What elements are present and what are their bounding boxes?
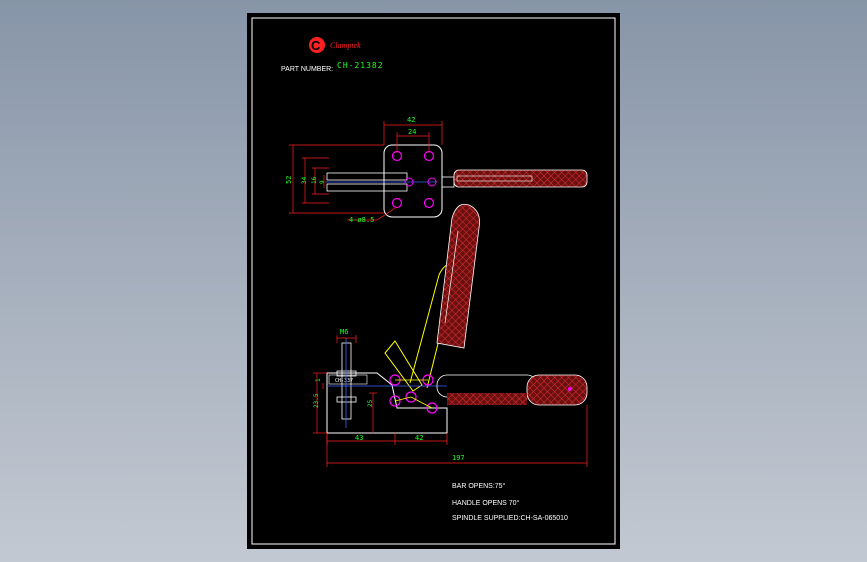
note-bar-opens: BAR OPENS:75°	[452, 482, 506, 490]
dim-label: 34	[301, 176, 308, 184]
dim-label: 25	[367, 399, 374, 407]
logo-brand: Clamptek	[330, 41, 361, 50]
open-handle-slot	[444, 230, 459, 324]
handle-grip-slot	[456, 175, 533, 182]
dim-label: 16	[311, 176, 318, 184]
dim-left	[289, 144, 384, 214]
arm-slot	[326, 183, 408, 192]
arm-slot	[326, 172, 408, 181]
title-block: C Clamptek PART NUMBER: CH-21382	[281, 37, 384, 73]
sheet-border	[251, 17, 616, 545]
part-number-value: CH-21382	[337, 61, 384, 70]
logo-mark	[309, 37, 325, 53]
dim-label: 23.5	[313, 393, 320, 408]
side-view: CH-337 M6	[313, 203, 588, 467]
handle-bar	[441, 176, 455, 188]
base-stamp: CH-337	[335, 378, 353, 384]
base-stamp-box	[328, 374, 368, 385]
note-handle-opens: HANDLE OPENS 70°	[452, 499, 520, 507]
handle-end-mark	[568, 387, 572, 391]
pivot	[405, 391, 417, 403]
pivot	[404, 177, 414, 187]
logo-letter: C	[311, 38, 321, 53]
dim-top-42	[383, 121, 443, 145]
hole-leader	[376, 206, 398, 221]
dim-bottom	[326, 405, 588, 467]
part-number-label: PART NUMBER:	[281, 66, 333, 73]
note-spindle: SPINDLE SUPPLIED:CH-SA-065010	[452, 515, 568, 522]
dim-label: 42	[415, 434, 423, 442]
open-handle-grip	[436, 203, 480, 349]
dim-label: 42	[407, 116, 415, 124]
dim-top-24	[396, 132, 430, 153]
dim-label: 1	[315, 378, 322, 382]
dim-label: 9	[319, 180, 326, 184]
dim-label: 197	[452, 454, 465, 462]
open-clamp-arm	[384, 340, 423, 392]
dim-label: 24	[408, 128, 416, 136]
dim-label: M6	[340, 328, 348, 336]
handle-grip	[453, 169, 588, 188]
pivot	[389, 395, 401, 407]
hole	[423, 197, 435, 209]
hole	[391, 197, 403, 209]
clamp-body	[326, 372, 448, 434]
drawing-sheet: C Clamptek PART NUMBER: CH-21382 4	[247, 13, 620, 549]
spindle-nut	[336, 370, 357, 377]
pivot	[426, 402, 438, 414]
technical-drawing: C Clamptek PART NUMBER: CH-21382 4	[251, 17, 616, 545]
mounting-holes	[391, 150, 435, 209]
linkage	[394, 379, 433, 409]
hole-callout: 4-ø8.5	[349, 216, 374, 224]
spindle	[341, 342, 352, 420]
dim-label: 52	[285, 176, 293, 184]
dim-side-left	[313, 372, 377, 434]
pivot	[427, 177, 437, 187]
handle-grip	[526, 374, 588, 406]
spindle-nut	[336, 396, 357, 403]
handle-grip-extension	[447, 393, 527, 405]
dim-label: 43	[355, 434, 363, 442]
dim-m6	[336, 335, 357, 343]
top-view: 42 24 52 34 16 9 4-ø8.5	[285, 116, 588, 224]
notes: BAR OPENS:75° HANDLE OPENS 70° SPINDLE S…	[452, 482, 568, 522]
